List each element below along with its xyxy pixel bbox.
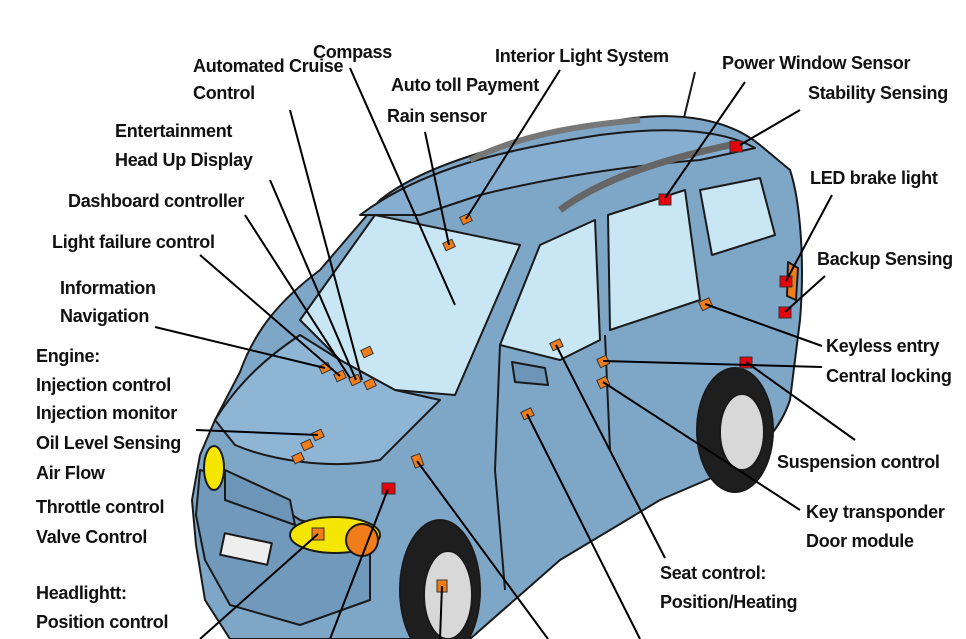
label-automated-cruise: Automated Cruise [193, 56, 344, 76]
leader-compass [349, 67, 456, 306]
leader-backup [784, 275, 826, 313]
label-navigation: Navigation [60, 306, 150, 326]
label-interior-light: Interior Light System [495, 46, 669, 66]
label-power-window: Power Window Sensor [722, 53, 911, 73]
label-head-up: Head Up Display [115, 150, 253, 170]
label-key-transponder: Key transponder [806, 502, 945, 522]
label-valve: Valve Control [36, 527, 148, 547]
leader-interior-light [465, 69, 561, 220]
side-mirror [511, 361, 549, 386]
label-seat-control: Seat control: [660, 563, 767, 583]
rear-door-line [604, 334, 611, 451]
label-rain-sensor: Rain sensor [387, 106, 487, 126]
license-plate [219, 532, 273, 566]
label-backup: Backup Sensing [817, 249, 953, 269]
leader-power-window [664, 81, 746, 199]
label-engine: Engine: [36, 346, 100, 366]
leader-info [154, 326, 326, 369]
sensor-dash-5 [363, 377, 377, 391]
leader-rain [424, 131, 450, 246]
label-position-control: Position control [36, 612, 169, 632]
leader-entertainment [269, 179, 357, 381]
sensor-led-brake [779, 275, 793, 288]
label-stability: Stability Sensing [808, 83, 948, 103]
sensor-engine-3 [291, 451, 305, 465]
label-led-brake: LED brake light [810, 168, 938, 188]
roof-rail-front [468, 117, 641, 163]
label-throttle: Throttle control [36, 497, 165, 517]
label-information: Information [60, 278, 156, 298]
label-injection-control: Injection control [36, 375, 171, 395]
grille [224, 469, 296, 526]
label-suspension: Suspension control [777, 452, 940, 472]
leader-dashboard [244, 214, 351, 379]
leader-cruise [289, 109, 363, 381]
label-oil-level: Oil Level Sensing [36, 433, 181, 453]
hood [214, 334, 441, 465]
leader-headlight-1 [199, 533, 319, 639]
leader-suspension [745, 361, 856, 441]
leader-wheel [439, 585, 443, 639]
label-entertainment: Entertainment [115, 121, 233, 141]
sensor-engine-2 [300, 438, 314, 452]
leader-headlight-2 [329, 488, 389, 639]
sensor-power-window [658, 193, 672, 206]
label-position-heating: Position/Heating [660, 592, 798, 612]
headlight-left [203, 445, 225, 491]
leader-light-failure [199, 254, 341, 377]
leader-stability [739, 109, 801, 146]
sensor-stability [729, 140, 743, 153]
label-dashboard: Dashboard controller [68, 191, 245, 211]
leader-key-transponder [602, 381, 801, 511]
sensor-front-bumper [381, 482, 396, 495]
roof-rail-rear [557, 141, 731, 213]
label-light-failure: Light failure control [52, 232, 215, 252]
leader-door-handle [526, 413, 641, 639]
label-central-locking: Central locking [826, 366, 952, 386]
label-keyless: Keyless entry [826, 336, 940, 356]
leader-keyless [704, 303, 823, 347]
leader-door-front [416, 460, 549, 639]
sensor-backup [778, 306, 792, 319]
label-headlight: Headlightt: [36, 583, 127, 603]
car-roof [359, 129, 756, 216]
leader-seat [555, 344, 666, 559]
label-auto-toll: Auto toll Payment [391, 75, 539, 95]
car-illustration [191, 71, 803, 639]
label-compass: Compass [313, 42, 392, 62]
leader-engine [195, 429, 319, 436]
sensor-dash-1 [360, 345, 374, 359]
back-window [699, 177, 776, 256]
leader-led-brake [785, 194, 833, 282]
front-door-line [494, 344, 506, 591]
leader-central-lock [602, 360, 823, 368]
front-wheel-rim [423, 550, 473, 639]
label-cruise-control: Control [193, 83, 255, 103]
label-door-module: Door module [806, 531, 914, 551]
label-injection-monitor: Injection monitor [36, 403, 177, 423]
label-air-flow: Air Flow [36, 463, 105, 483]
front-side-window [499, 219, 601, 361]
leader-lines [154, 67, 856, 639]
rear-wheel-rim [719, 393, 765, 471]
